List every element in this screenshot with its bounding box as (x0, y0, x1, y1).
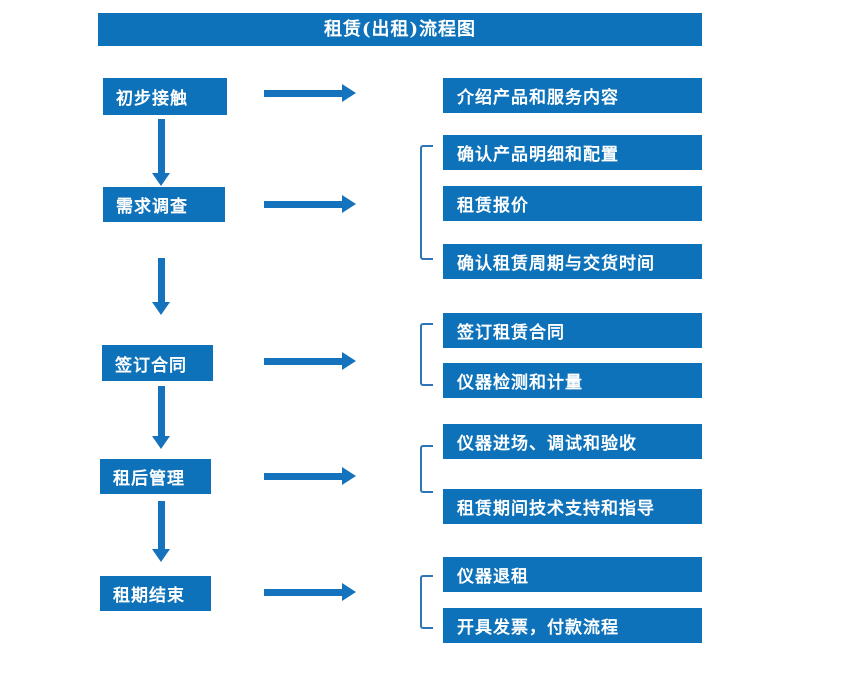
arrow-right-4-shaft (264, 473, 342, 480)
detail-instrument-arrival-debug-acceptance: 仪器进场、调试和验收 (443, 424, 702, 459)
bracket-post-rental-group (420, 445, 433, 493)
arrow-down-2-head (152, 302, 170, 315)
detail-instrument-return: 仪器退租 (443, 557, 702, 592)
detail-confirm-rental-period-delivery: 确认租赁周期与交货时间 (443, 244, 702, 279)
detail-technical-support-guidance: 租赁期间技术支持和指导 (443, 489, 702, 524)
arrow-right-2-shaft (264, 201, 342, 208)
step-initial-contact: 初步接触 (103, 78, 227, 115)
flowchart-title: 租赁(出租)流程图 (98, 13, 702, 46)
arrow-down-4-shaft (158, 501, 165, 549)
bracket-demand-survey-group (420, 145, 433, 260)
bracket-lease-end-group (420, 575, 433, 629)
arrow-right-1-shaft (264, 90, 342, 97)
arrow-right-3-head (342, 352, 356, 370)
detail-instrument-testing-calibration: 仪器检测和计量 (443, 363, 702, 398)
arrow-down-4-head (152, 549, 170, 562)
arrow-right-3-shaft (264, 358, 342, 365)
detail-sign-rental-contract: 签订租赁合同 (443, 313, 702, 348)
step-post-rental-management: 租后管理 (100, 459, 211, 494)
arrow-down-1-head (152, 173, 170, 186)
arrow-right-5-shaft (264, 589, 342, 596)
arrow-right-4-head (342, 467, 356, 485)
step-demand-survey: 需求调查 (103, 187, 225, 222)
arrow-down-1-shaft (158, 119, 165, 173)
step-lease-end: 租期结束 (100, 576, 211, 611)
arrow-right-2-head (342, 195, 356, 213)
arrow-down-2-shaft (158, 258, 165, 302)
arrow-down-3-shaft (158, 386, 165, 436)
bracket-sign-contract-group (420, 323, 433, 386)
detail-invoice-payment-process: 开具发票，付款流程 (443, 608, 702, 643)
arrow-right-5-head (342, 583, 356, 601)
detail-introduce-products-services: 介绍产品和服务内容 (443, 78, 702, 113)
detail-rental-quotation: 租赁报价 (443, 186, 702, 221)
detail-confirm-product-details-config: 确认产品明细和配置 (443, 135, 702, 170)
arrow-down-3-head (152, 436, 170, 449)
step-sign-contract: 签订合同 (102, 345, 213, 381)
arrow-right-1-head (342, 84, 356, 102)
